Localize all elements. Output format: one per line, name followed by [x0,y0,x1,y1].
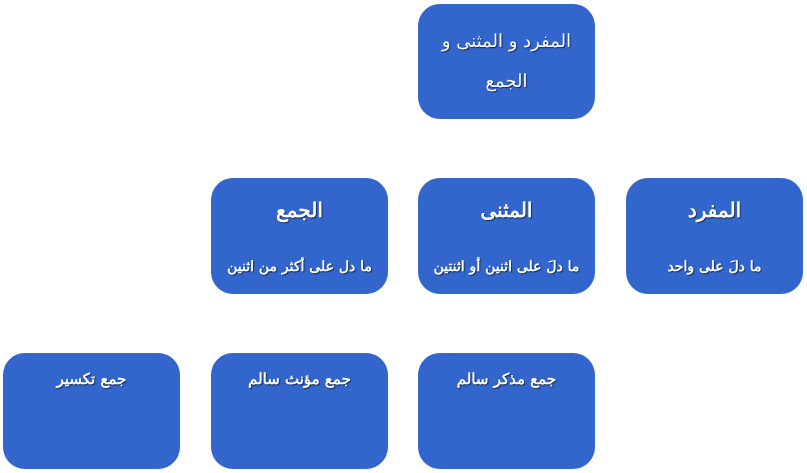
node-jam-muannath-salim-title: جمع مؤنث سالم [248,370,351,388]
node-jam-taksir-title: جمع تكسير [56,370,127,388]
node-jam-muannath-salim: جمع مؤنث سالم [211,353,388,469]
node-mufrad: المفرد ما دلَ على واحد [626,178,803,294]
node-jam: الجمع ما دل على أكثر من اثنين [211,178,388,294]
node-muthanna: المثنى ما دلَ على اثنين أو اثنتين [418,178,595,294]
root-node-label: المفرد و المثنى و الجمع [441,31,572,92]
node-jam-title: الجمع [276,198,323,222]
node-jam-desc: ما دل على أكثر من اثنين [227,259,372,275]
node-jam-taksir: جمع تكسير [3,353,180,469]
node-jam-mudhakkar-salim: جمع مذكر سالم [418,353,595,469]
node-muthanna-title: المثنى [480,198,533,222]
node-muthanna-desc: ما دلَ على اثنين أو اثنتين [433,259,580,275]
root-node: المفرد و المثنى و الجمع [418,4,595,119]
node-mufrad-desc: ما دلَ على واحد [667,259,762,275]
node-jam-mudhakkar-salim-title: جمع مذكر سالم [456,370,557,388]
node-mufrad-title: المفرد [687,198,742,222]
